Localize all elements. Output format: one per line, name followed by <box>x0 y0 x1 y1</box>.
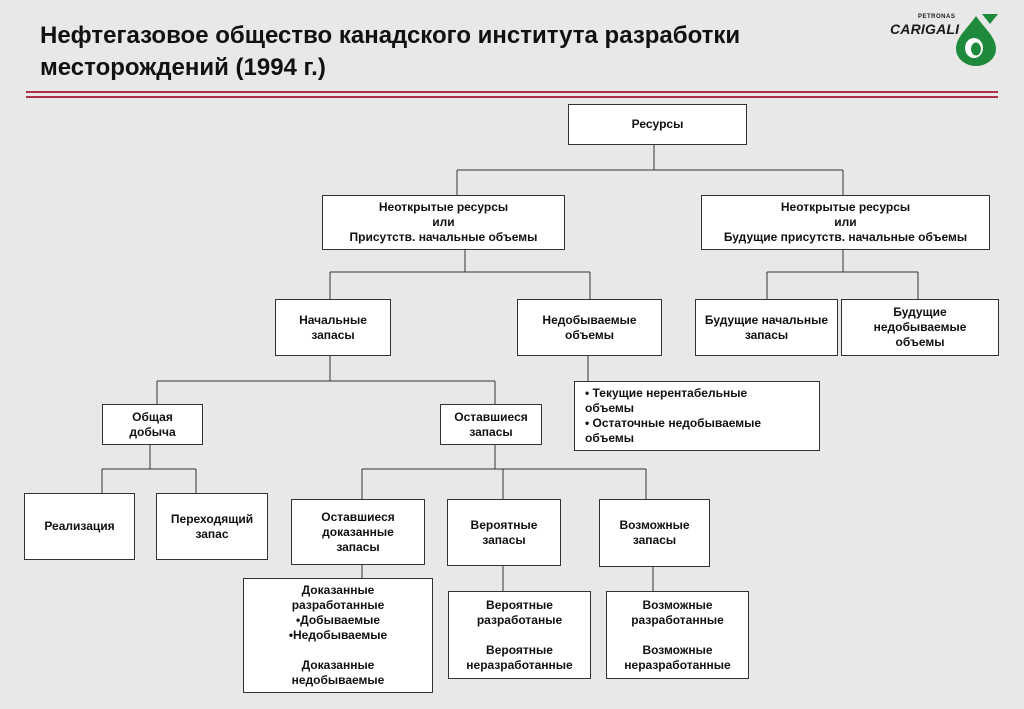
node-proved-detail: Доказанные разработанные •Добываемые •Не… <box>243 578 433 693</box>
page-title: Нефтегазовое общество канадского институ… <box>40 22 741 81</box>
petronas-drop-icon <box>956 14 998 66</box>
node-probable-detail: Вероятные разработаные Вероятные неразра… <box>448 591 591 679</box>
node-undiscovered-initial-label: Неоткрытые ресурсы или Присутств. началь… <box>349 200 538 244</box>
node-total-production: Общая добыча <box>102 404 203 445</box>
node-remaining-reserves-label: Оставшиеся запасы <box>454 409 528 439</box>
header-rule-bottom <box>26 96 998 98</box>
node-remaining-reserves: Оставшиеся запасы <box>440 404 542 445</box>
logo-petronas-text: PETRONAS <box>918 14 956 20</box>
node-future-unrecoverable: Будущие недобываемые объемы <box>841 299 999 356</box>
node-unrecoverable: Недобываемые объемы <box>517 299 662 356</box>
node-probable-label: Вероятные запасы <box>470 517 538 547</box>
node-resources-label: Ресурсы <box>631 117 684 131</box>
node-total-production-label: Общая добыча <box>129 409 176 439</box>
node-remaining-proved-label: Оставшиеся доказанные запасы <box>321 509 395 554</box>
node-sales-label: Реализация <box>44 519 115 533</box>
node-unrecoverable-detail: • Текущие нерентабельные объемы • Остато… <box>574 381 820 451</box>
node-future-initial: Будущие начальные запасы <box>695 299 838 356</box>
node-possible-label: Возможные запасы <box>619 518 690 547</box>
logo-carigali-text: CARIGALI <box>890 21 960 37</box>
node-sales: Реализация <box>24 493 135 560</box>
node-remaining-proved: Оставшиеся доказанные запасы <box>291 499 425 565</box>
node-possible-detail-label: Возможные разработанные Возможные неразр… <box>624 597 731 672</box>
petronas-carigali-logo: PETRONAS CARIGALI <box>886 12 1002 70</box>
header-rule-top <box>26 91 998 93</box>
node-unrecoverable-label: Недобываемые объемы <box>542 312 637 342</box>
node-carryover-label: Переходящий запас <box>170 511 254 541</box>
node-undiscovered-initial: Неоткрытые ресурсы или Присутств. началь… <box>322 195 565 250</box>
node-future-initial-label: Будущие начальные запасы <box>704 312 829 342</box>
node-proved-detail-label: Доказанные разработанные •Добываемые •Не… <box>288 583 388 687</box>
node-carryover: Переходящий запас <box>156 493 268 560</box>
node-unrecoverable-detail-label: • Текущие нерентабельные объемы • Остато… <box>585 386 762 445</box>
node-initial-reserves: Начальные запасы <box>275 299 391 356</box>
node-probable: Вероятные запасы <box>447 499 561 566</box>
node-possible: Возможные запасы <box>599 499 710 567</box>
node-future-unrecoverable-label: Будущие недобываемые объемы <box>873 305 967 349</box>
node-possible-detail: Возможные разработанные Возможные неразр… <box>606 591 749 679</box>
node-initial-reserves-label: Начальные запасы <box>299 312 367 342</box>
node-undiscovered-future-label: Неоткрытые ресурсы или Будущие присутств… <box>723 200 968 244</box>
node-probable-detail-label: Вероятные разработаные Вероятные неразра… <box>466 597 573 672</box>
node-resources: Ресурсы <box>568 104 747 145</box>
node-undiscovered-future: Неоткрытые ресурсы или Будущие присутств… <box>701 195 990 250</box>
